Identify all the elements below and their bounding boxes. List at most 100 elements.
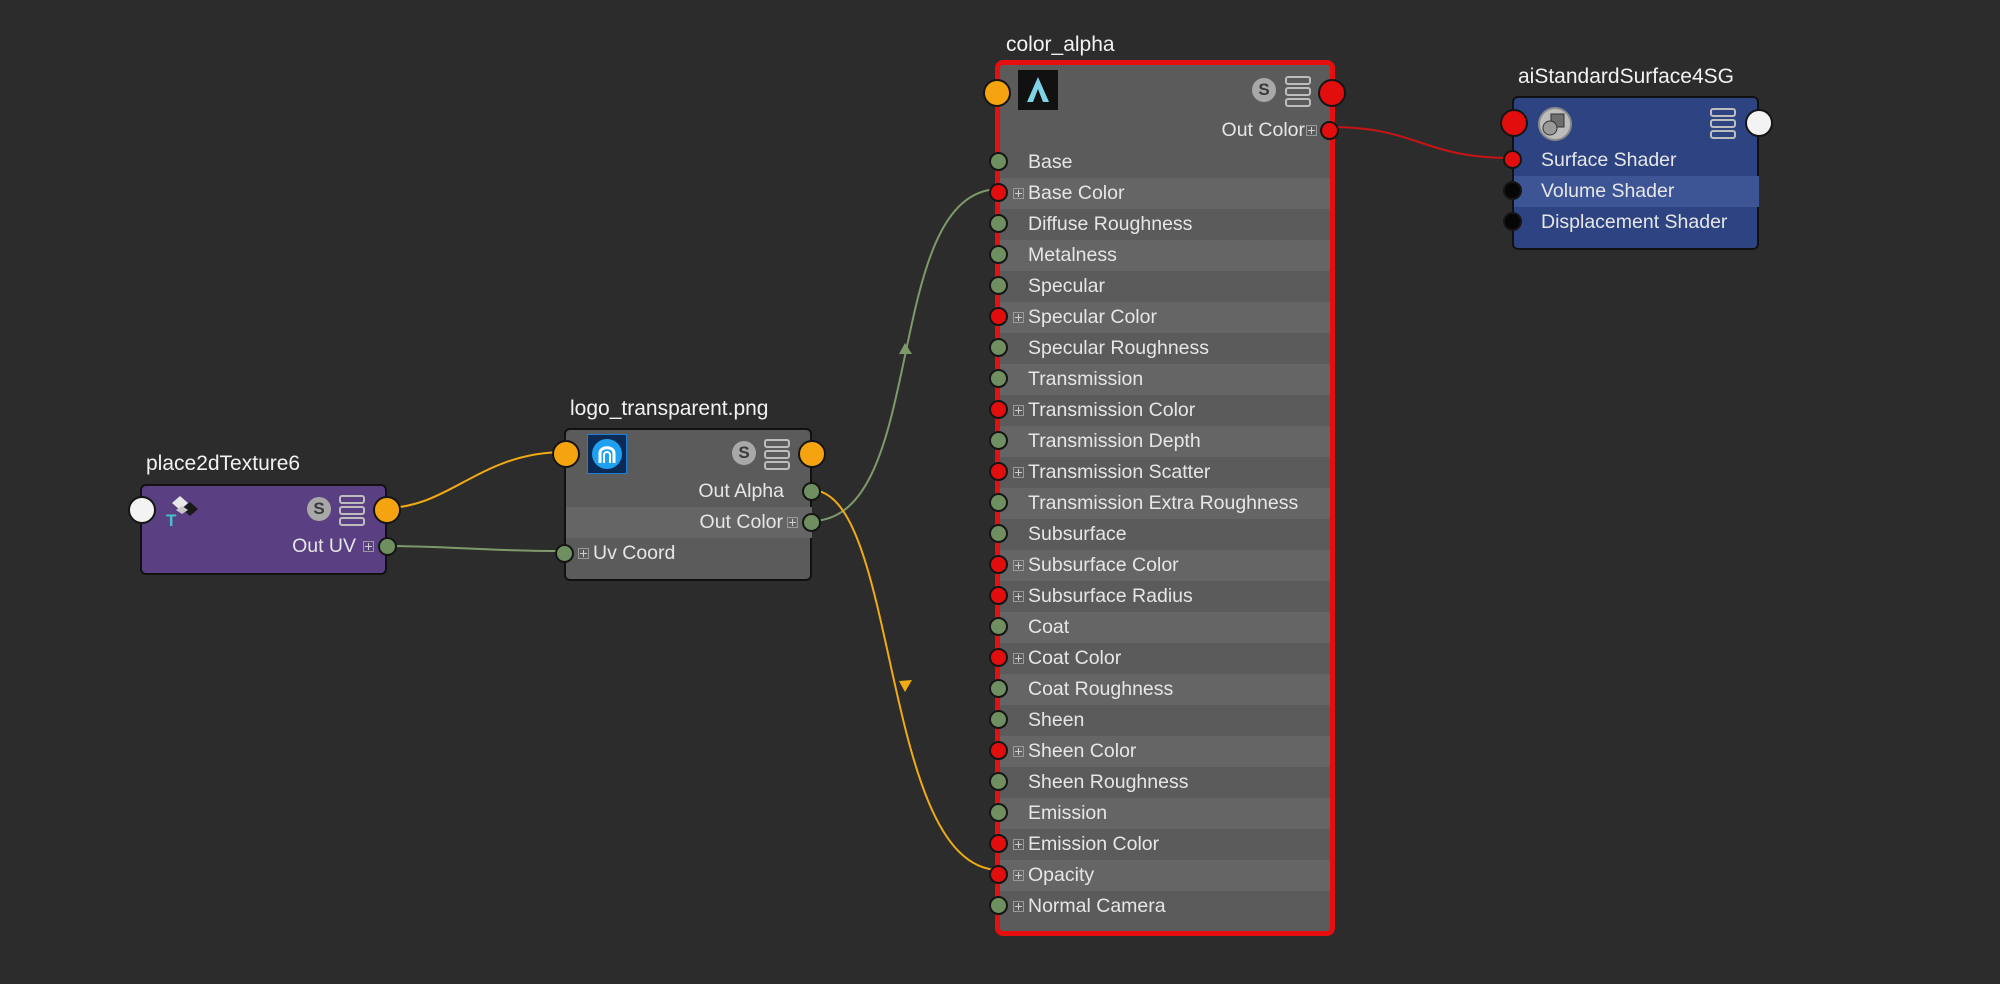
file-swatch-button[interactable]: S <box>732 441 756 465</box>
emission-color-expand-icon[interactable] <box>1013 839 1024 850</box>
sg-row-volume-shader[interactable]: Volume Shader <box>1503 176 1759 207</box>
place2d-message-output-port[interactable] <box>373 496 401 524</box>
specular-color-expand-icon[interactable] <box>1013 312 1024 323</box>
emission-color-port[interactable] <box>989 834 1008 853</box>
sg-node-title[interactable]: aiStandardSurface4SG <box>1518 65 1734 88</box>
attr-row-opacity[interactable]: Opacity <box>989 860 1330 891</box>
attr-row-transmission-color[interactable]: Transmission Color <box>989 395 1330 426</box>
displacement-shader-port[interactable] <box>1503 212 1522 231</box>
subsurface-color-port[interactable] <box>989 555 1008 574</box>
attr-row-coat[interactable]: Coat <box>989 612 1330 643</box>
attr-row-specular-roughness[interactable]: Specular Roughness <box>989 333 1330 364</box>
attr-row-sheen[interactable]: Sheen <box>989 705 1330 736</box>
normal-camera-expand-icon[interactable] <box>1013 901 1024 912</box>
shader-swatch-button[interactable]: S <box>1252 78 1276 102</box>
attr-row-transmission[interactable]: Transmission <box>989 364 1330 395</box>
place2d-swatch-button[interactable]: S <box>307 497 331 521</box>
transmission-color-port[interactable] <box>989 400 1008 419</box>
volume-shader-port[interactable] <box>1503 181 1522 200</box>
attr-row-base-color[interactable]: Base Color <box>989 178 1330 209</box>
attr-row-normal-camera[interactable]: Normal Camera <box>989 891 1330 922</box>
attr-row-metalness[interactable]: Metalness <box>989 240 1330 271</box>
attr-row-subsurface[interactable]: Subsurface <box>989 519 1330 550</box>
metalness-port[interactable] <box>989 245 1008 264</box>
place2d-node-title[interactable]: place2dTexture6 <box>146 452 301 475</box>
subsurface-radius-expand-icon[interactable] <box>1013 591 1024 602</box>
attr-row-sheen-roughness[interactable]: Sheen Roughness <box>989 767 1330 798</box>
place2d-menu-icon[interactable] <box>339 495 365 526</box>
wire-place2d-message-to-file[interactable] <box>384 451 566 509</box>
shader-menu-icon[interactable] <box>1285 76 1311 107</box>
sg-row-surface-shader[interactable]: Surface Shader <box>1503 145 1759 176</box>
emission-port[interactable] <box>989 803 1008 822</box>
attr-row-coat-color[interactable]: Coat Color <box>989 643 1330 674</box>
coat-port[interactable] <box>989 617 1008 636</box>
specular-color-port[interactable] <box>989 307 1008 326</box>
sheen-port[interactable] <box>989 710 1008 729</box>
sg-row-displacement-shader[interactable]: Displacement Shader <box>1503 207 1759 238</box>
wire-out-alpha-to-opacity[interactable] <box>810 489 1001 871</box>
attr-row-subsurface-radius[interactable]: Subsurface Radius <box>989 581 1330 612</box>
uv-coord-expand-icon[interactable] <box>578 548 589 559</box>
sheen-roughness-port[interactable] <box>989 772 1008 791</box>
shader-message-output-port[interactable] <box>1318 79 1346 107</box>
shader-node-title[interactable]: color_alpha <box>1006 33 1115 56</box>
normal-camera-port[interactable] <box>989 896 1008 915</box>
uv-coord-port[interactable] <box>555 544 574 563</box>
attr-row-transmission-scatter[interactable]: Transmission Scatter <box>989 457 1330 488</box>
coat-roughness-port[interactable] <box>989 679 1008 698</box>
file-node-title[interactable]: logo_transparent.png <box>570 397 769 420</box>
specular-port[interactable] <box>989 276 1008 295</box>
shader-out-color-port[interactable] <box>1320 121 1339 140</box>
subsurface-port[interactable] <box>989 524 1008 543</box>
sheen-color-expand-icon[interactable] <box>1013 746 1024 757</box>
attr-row-subsurface-color[interactable]: Subsurface Color <box>989 550 1330 581</box>
subsurface-radius-port[interactable] <box>989 586 1008 605</box>
file-menu-icon[interactable] <box>764 439 790 470</box>
file-input-port[interactable] <box>552 440 580 468</box>
attr-row-base[interactable]: Base <box>989 147 1330 178</box>
coat-color-expand-icon[interactable] <box>1013 653 1024 664</box>
out-alpha-port[interactable] <box>802 482 821 501</box>
coat-color-port[interactable] <box>989 648 1008 667</box>
out-color-expand-icon[interactable] <box>787 517 798 528</box>
attr-row-transmission-depth[interactable]: Transmission Depth <box>989 426 1330 457</box>
transmission-color-expand-icon[interactable] <box>1013 405 1024 416</box>
attr-row-specular[interactable]: Specular <box>989 271 1330 302</box>
sg-input-port[interactable] <box>1500 109 1528 137</box>
subsurface-color-expand-icon[interactable] <box>1013 560 1024 571</box>
file-texture-node[interactable]: S Out Alpha Out Color Uv Coord <box>552 428 826 581</box>
out-uv-port[interactable] <box>378 537 397 556</box>
attr-row-emission-color[interactable]: Emission Color <box>989 829 1330 860</box>
shader-input-port[interactable] <box>983 79 1011 107</box>
attr-row-specular-color[interactable]: Specular Color <box>989 302 1330 333</box>
base-port[interactable] <box>989 152 1008 171</box>
transmission-scatter-expand-icon[interactable] <box>1013 467 1024 478</box>
transmission-scatter-port[interactable] <box>989 462 1008 481</box>
attr-row-transmission-extra-roughness[interactable]: Transmission Extra Roughness <box>989 488 1330 519</box>
file-message-output-port[interactable] <box>798 440 826 468</box>
wire-shader-out-color-to-surface-shader[interactable] <box>1328 126 1514 159</box>
attr-row-coat-roughness[interactable]: Coat Roughness <box>989 674 1330 705</box>
opacity-expand-icon[interactable] <box>1013 870 1024 881</box>
place2d-texture-node[interactable]: T S Out UV <box>128 484 401 575</box>
surface-shader-port[interactable] <box>1503 150 1522 169</box>
diffuse-roughness-port[interactable] <box>989 214 1008 233</box>
sheen-color-port[interactable] <box>989 741 1008 760</box>
sg-menu-icon[interactable] <box>1710 108 1736 139</box>
attr-row-emission[interactable]: Emission <box>989 798 1330 829</box>
attr-row-diffuse-roughness[interactable]: Diffuse Roughness <box>989 209 1330 240</box>
transmission-port[interactable] <box>989 369 1008 388</box>
out-uv-expand-icon[interactable] <box>363 541 374 552</box>
base-color-expand-icon[interactable] <box>1013 188 1024 199</box>
place2d-input-port[interactable] <box>128 496 156 524</box>
opacity-port[interactable] <box>989 865 1008 884</box>
base-color-port[interactable] <box>989 183 1008 202</box>
shader-out-color-expand-icon[interactable] <box>1306 125 1317 136</box>
transmission-extra-roughness-port[interactable] <box>989 493 1008 512</box>
wire-out-uv-to-uv-coord[interactable] <box>384 545 566 552</box>
transmission-depth-port[interactable] <box>989 431 1008 450</box>
wire-out-color-to-base-color[interactable] <box>810 188 1001 522</box>
attr-row-sheen-color[interactable]: Sheen Color <box>989 736 1330 767</box>
